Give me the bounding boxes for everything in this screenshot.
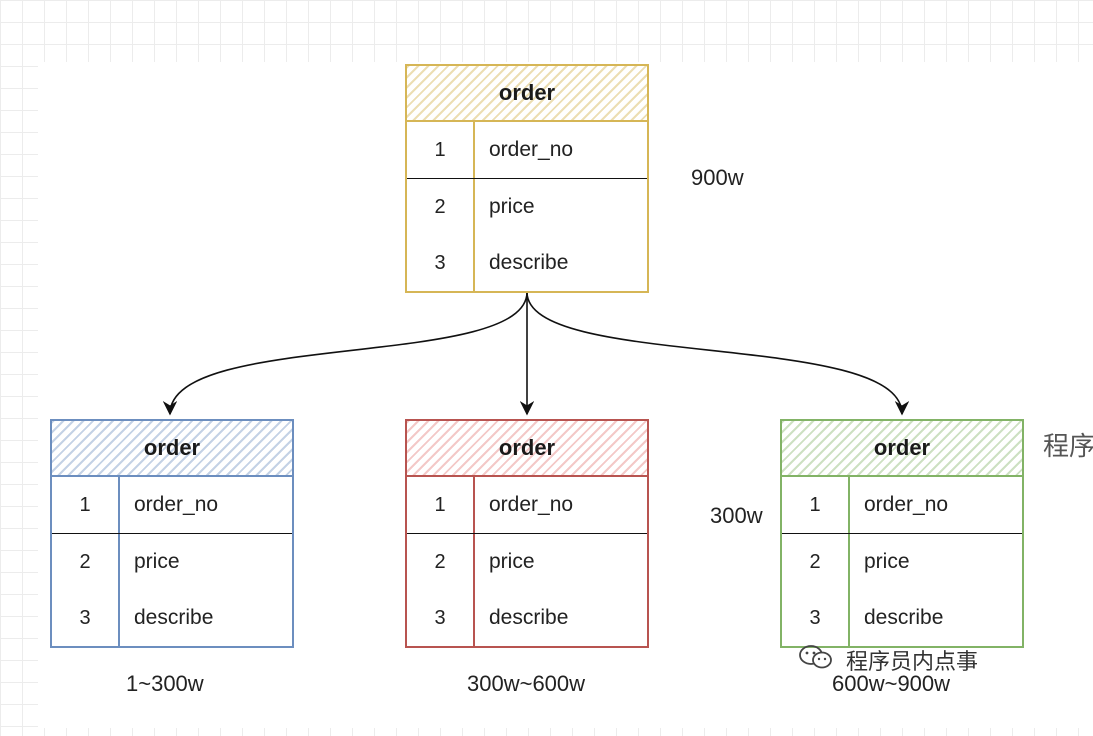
shard-range-label-blue: 1~300w (126, 671, 204, 696)
shard-side-label-green: 300w (710, 503, 763, 528)
table-title: order (498, 80, 556, 105)
row-number: 2 (782, 534, 850, 590)
shard-table-blue: order 1 order_no 2 price 3 describe (50, 419, 294, 648)
field-name: price (134, 550, 180, 573)
table-header: order (52, 421, 292, 477)
row-number: 3 (782, 590, 850, 646)
table-row: 1 order_no (407, 122, 647, 179)
table-header: order (407, 66, 647, 122)
shard-table-red: order 1 order_no 2 price 3 describe (405, 419, 649, 648)
field-name: order_no (489, 138, 574, 161)
watermark-edge-text: 程序 (1043, 432, 1093, 462)
table-header: order (782, 421, 1022, 477)
field-name: order_no (864, 493, 949, 516)
table-row: 3 describe (782, 590, 1022, 646)
watermark-text: 程序员内点事 (846, 650, 979, 675)
table-row: 2 price (52, 534, 292, 590)
edge-to-blue-shard (162, 291, 528, 416)
row-number: 3 (407, 235, 475, 291)
table-title: order (873, 435, 931, 460)
field-name: order_no (134, 493, 219, 516)
table-row: 2 price (407, 534, 647, 590)
field-name: describe (864, 606, 944, 629)
row-number: 1 (407, 122, 475, 178)
table-row: 2 price (407, 179, 647, 235)
table-row: 1 order_no (782, 477, 1022, 534)
table-row: 1 order_no (52, 477, 292, 534)
table-row: 3 describe (407, 235, 647, 291)
row-number: 2 (407, 179, 475, 235)
row-number: 1 (782, 477, 850, 533)
shard-range-label-red: 300w~600w (467, 671, 586, 696)
edge-to-green-shard (526, 291, 910, 416)
table-title: order (143, 435, 201, 460)
row-number: 2 (407, 534, 475, 590)
row-number: 3 (52, 590, 120, 646)
source-order-table: order 1 order_no 2 price 3 describe (405, 64, 649, 293)
wechat-icon (799, 645, 832, 669)
source-count-label: 900w (691, 165, 744, 190)
shard-range-label-green: 600w~900w (832, 671, 951, 696)
row-number: 3 (407, 590, 475, 646)
row-number: 1 (52, 477, 120, 533)
row-number: 2 (52, 534, 120, 590)
field-name: describe (489, 251, 569, 274)
shard-table-green: order 1 order_no 2 price 3 describe (780, 419, 1024, 648)
field-name: describe (134, 606, 214, 629)
table-row: 1 order_no (407, 477, 647, 534)
field-name: price (489, 550, 535, 573)
table-row: 3 describe (52, 590, 292, 646)
table-header: order (407, 421, 647, 477)
table-title: order (498, 435, 556, 460)
field-name: describe (489, 606, 569, 629)
table-row: 3 describe (407, 590, 647, 646)
field-name: order_no (489, 493, 574, 516)
field-name: price (864, 550, 910, 573)
row-number: 1 (407, 477, 475, 533)
field-name: price (489, 195, 535, 218)
table-row: 2 price (782, 534, 1022, 590)
